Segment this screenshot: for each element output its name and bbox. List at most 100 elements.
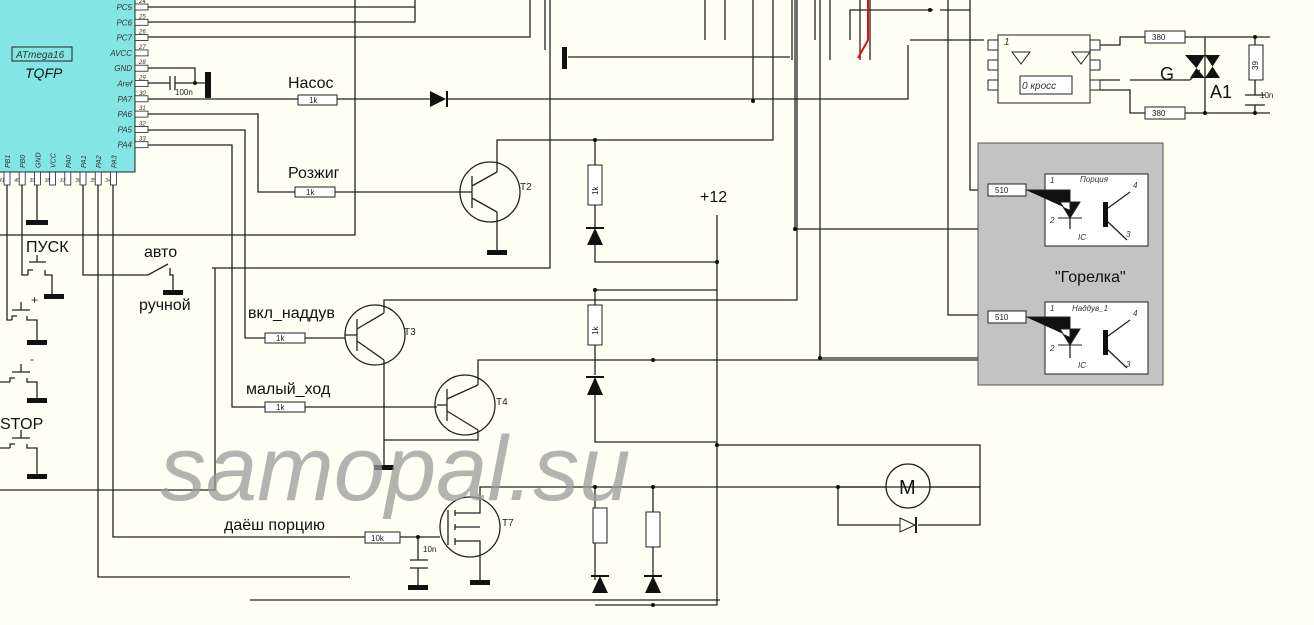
svg-text:PA0: PA0 bbox=[66, 155, 73, 168]
cap-t7-value: 10n bbox=[423, 545, 436, 554]
label-maly-hod: малый_ход bbox=[246, 381, 331, 398]
svg-text:PC6: PC6 bbox=[116, 18, 132, 27]
buttons bbox=[9, 255, 174, 474]
svg-text:PA4: PA4 bbox=[117, 141, 132, 150]
svg-text:35: 35 bbox=[90, 178, 96, 184]
zero-cross-label: 0 кросс bbox=[1022, 81, 1056, 92]
svg-text:27: 27 bbox=[138, 45, 146, 51]
svg-text:24: 24 bbox=[138, 0, 146, 5]
svg-text:VCC: VCC bbox=[51, 152, 58, 168]
svg-text:29: 29 bbox=[138, 76, 146, 82]
label-stop: STOP bbox=[0, 416, 43, 433]
triac-gate-label: G bbox=[1160, 64, 1174, 84]
r-led-value: 1k bbox=[591, 326, 600, 335]
svg-text:PA3: PA3 bbox=[111, 155, 118, 168]
svg-text:PC5: PC5 bbox=[116, 3, 132, 12]
label-plus: + bbox=[31, 293, 38, 307]
svg-text:41: 41 bbox=[0, 178, 5, 184]
svg-text:4: 4 bbox=[1133, 181, 1138, 190]
svg-text:2: 2 bbox=[1049, 216, 1055, 225]
t4-label: T4 bbox=[496, 397, 508, 408]
red-wire bbox=[857, 0, 869, 59]
svg-text:Aref: Aref bbox=[116, 80, 132, 89]
svg-text:AVCC: AVCC bbox=[109, 49, 132, 58]
r-t3-value: 1k bbox=[276, 334, 285, 343]
svg-text:31: 31 bbox=[139, 106, 146, 112]
svg-text:40: 40 bbox=[14, 178, 20, 184]
svg-text:PB1: PB1 bbox=[5, 155, 12, 168]
triac-a1-label: A1 bbox=[1210, 82, 1232, 102]
svg-text:PA2: PA2 bbox=[96, 155, 103, 168]
mcu-package: TQFP bbox=[25, 65, 63, 81]
svg-text:510: 510 bbox=[995, 186, 1009, 195]
svg-text:Порция: Порция bbox=[1080, 175, 1109, 184]
svg-text:38: 38 bbox=[45, 178, 51, 184]
svg-text:GND: GND bbox=[114, 64, 132, 73]
gorelka-label: "Горелка" bbox=[1055, 269, 1126, 286]
svg-text:IC: IC bbox=[1078, 361, 1086, 370]
capacitors bbox=[169, 76, 1265, 569]
label-plus12: +12 bbox=[700, 189, 727, 206]
svg-text:1: 1 bbox=[1050, 176, 1054, 185]
cap-aref-value: 100n bbox=[175, 88, 193, 97]
mcu-name: ATmega16 bbox=[15, 50, 65, 61]
t3-label: T3 bbox=[404, 327, 416, 338]
svg-text:3: 3 bbox=[1126, 230, 1131, 239]
label-minus: - bbox=[30, 352, 34, 366]
svg-text:28: 28 bbox=[138, 60, 146, 66]
mcu-pin-vcc: VCC 38 bbox=[45, 152, 58, 186]
mcu-pin-pa0: PA0 37 bbox=[60, 155, 73, 186]
svg-text:3: 3 bbox=[1126, 360, 1131, 369]
svg-text:Наддув_1: Наддув_1 bbox=[1072, 304, 1108, 313]
t7-label: T7 bbox=[502, 518, 514, 529]
svg-text:IC: IC bbox=[1078, 233, 1086, 242]
svg-text:PA5: PA5 bbox=[117, 125, 132, 134]
svg-text:GND: GND bbox=[35, 152, 42, 168]
ground-symbol bbox=[562, 47, 567, 69]
svg-text:2: 2 bbox=[1049, 344, 1055, 353]
triac bbox=[1185, 55, 1220, 78]
svg-text:36: 36 bbox=[75, 178, 81, 184]
r-rozzhig-value: 1k bbox=[306, 188, 315, 197]
r-nasos-value: 1k bbox=[309, 96, 318, 105]
svg-text:1: 1 bbox=[1050, 304, 1054, 313]
svg-text:510: 510 bbox=[995, 313, 1009, 322]
svg-text:34: 34 bbox=[105, 178, 111, 184]
r-t4-value: 1k bbox=[276, 403, 285, 412]
c-snub-value: 10n bbox=[1260, 91, 1273, 100]
svg-text:32: 32 bbox=[139, 121, 146, 127]
motor-label: M bbox=[899, 477, 916, 499]
label-ruchnoy: ручной bbox=[139, 297, 191, 314]
junctions bbox=[193, 8, 1257, 607]
svg-text:26: 26 bbox=[138, 30, 146, 36]
t2-label: T2 bbox=[520, 182, 532, 193]
svg-text:37: 37 bbox=[60, 178, 66, 184]
svg-text:33: 33 bbox=[139, 137, 146, 143]
r-380a-value: 380 bbox=[1152, 33, 1166, 42]
svg-text:PB0: PB0 bbox=[20, 155, 27, 168]
svg-text:1: 1 bbox=[1004, 37, 1010, 48]
label-nasos: Насос bbox=[288, 75, 334, 92]
ground-symbols bbox=[26, 72, 507, 590]
mcu-pin-avcc: AVCC 27 bbox=[109, 45, 149, 58]
label-rozzhig: Розжиг bbox=[288, 165, 340, 182]
r-t7-value: 10k bbox=[371, 534, 385, 543]
gorelka-block: 510 510 1 Порция 4 2 IC 3 1 Наддув_1 4 2… bbox=[977, 142, 1164, 386]
svg-text:25: 25 bbox=[138, 14, 146, 20]
label-dayosh-portsiyu: даёш порцию bbox=[224, 517, 325, 534]
label-vkl-nadduv: вкл_наддув bbox=[248, 305, 335, 322]
svg-text:4: 4 bbox=[1133, 309, 1138, 318]
svg-text:39: 39 bbox=[29, 178, 35, 184]
svg-text:PC7: PC7 bbox=[116, 34, 132, 43]
r-led-value: 1k bbox=[591, 186, 600, 195]
flyback-diode bbox=[899, 517, 917, 533]
svg-text:PA7: PA7 bbox=[117, 95, 132, 104]
svg-text:PA6: PA6 bbox=[117, 110, 132, 119]
resistors bbox=[264, 30, 1264, 548]
label-pusk: ПУСК bbox=[26, 239, 69, 256]
label-avto: авто bbox=[144, 244, 177, 261]
zero-cross-optotriac: 1 0 кросс bbox=[987, 34, 1101, 104]
watermark: samopal.su bbox=[160, 418, 630, 520]
